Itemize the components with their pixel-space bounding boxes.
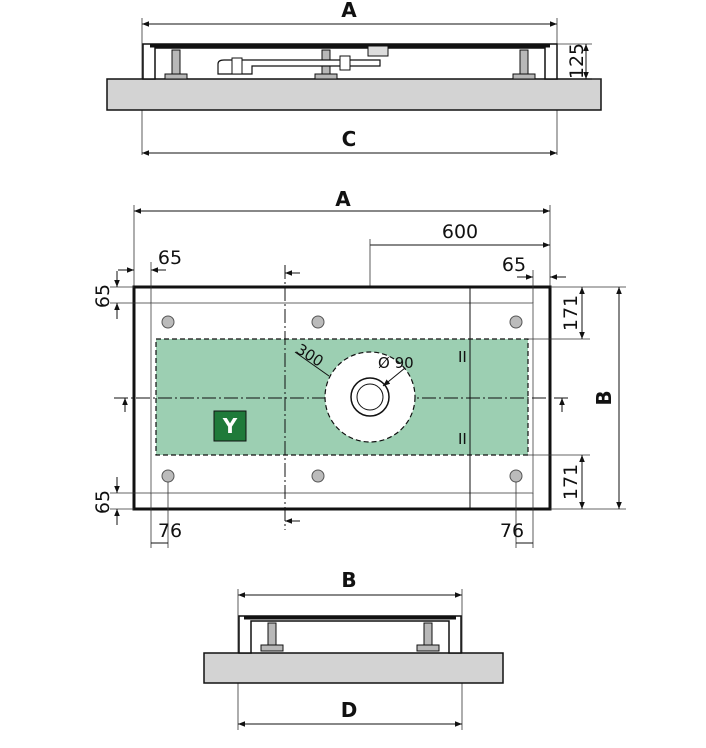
side-view-long: A 125 C xyxy=(106,0,602,156)
label-65-left-top: 65 xyxy=(92,284,114,308)
dia-90-leader xyxy=(382,367,406,387)
pipe-joint xyxy=(231,57,243,75)
tray-profile-short xyxy=(238,615,462,654)
label-76-left: 76 xyxy=(158,520,182,542)
label-171-top: 171 xyxy=(560,295,582,331)
label-height-125: 125 xyxy=(566,43,588,79)
label-171-bottom: 171 xyxy=(560,464,582,500)
label-dia-90: Ø 90 xyxy=(378,354,414,372)
label-65-top: 65 xyxy=(158,247,182,269)
plan-view: A 600 300 Ø 90 xyxy=(92,187,626,548)
drain-inner xyxy=(356,383,384,411)
label-a-top: A xyxy=(341,0,357,22)
mark-ii-top: II xyxy=(458,348,467,366)
label-b-front: B xyxy=(341,568,356,592)
y-badge-label: Y xyxy=(222,414,238,438)
label-600: 600 xyxy=(442,221,478,243)
support-feet-short xyxy=(260,622,440,652)
y-badge xyxy=(213,410,247,442)
drain-outlet xyxy=(367,45,389,57)
label-c: C xyxy=(342,127,357,151)
label-76-right: 76 xyxy=(500,520,524,542)
dimension-300-leader xyxy=(294,351,330,377)
side-view-short: B D xyxy=(203,568,504,730)
label-65-right: 65 xyxy=(502,254,526,276)
label-d: D xyxy=(341,698,358,722)
pipe-joint xyxy=(339,55,351,71)
floor-slab xyxy=(106,78,602,111)
floor-slab-short xyxy=(203,652,504,684)
foot-markers xyxy=(161,315,523,483)
mark-ii-bottom: II xyxy=(458,430,467,448)
label-a-plan: A xyxy=(335,187,351,211)
label-65-left-bottom: 65 xyxy=(92,490,114,514)
label-b-side: B xyxy=(592,390,616,405)
